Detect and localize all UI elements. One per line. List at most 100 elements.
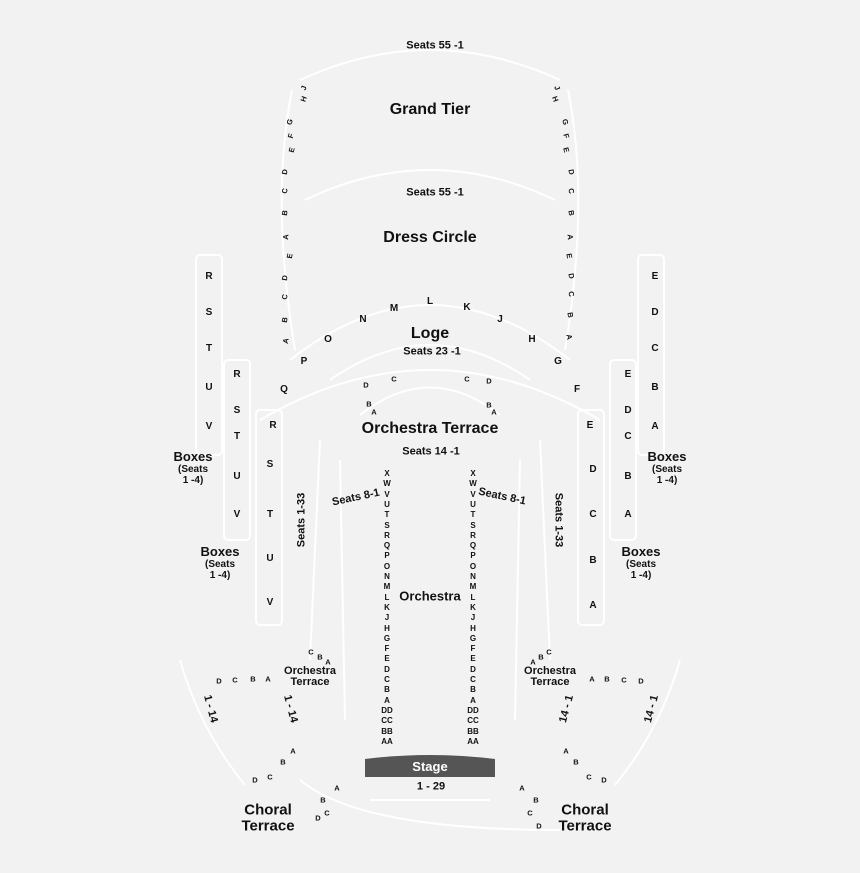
orchestra-row-right-24[interactable]: CC [467, 716, 479, 726]
orchestra-row-left-18[interactable]: E [384, 654, 390, 664]
orchestra-row-left-16[interactable]: G [383, 633, 391, 643]
grand-tier-row-right-8[interactable]: A [565, 233, 575, 241]
choral-upper-right-1[interactable]: B [573, 757, 579, 767]
loge-row-3[interactable]: N [359, 314, 367, 325]
orchestra-row-right-13[interactable]: K [470, 602, 476, 612]
side-right-3[interactable]: D [638, 676, 644, 686]
terrace-right-2[interactable]: C [546, 647, 552, 657]
orchestra-terrace-left[interactable]: Orchestra Terrace [284, 666, 336, 688]
dress-circle-row-left-0[interactable]: E [284, 252, 295, 260]
orchestra-row-left-5[interactable]: S [384, 520, 390, 530]
box-right-outer-2[interactable]: C [651, 343, 659, 354]
orchestra-row-right-5[interactable]: S [470, 520, 476, 530]
boxes-right-upper[interactable]: Boxes (Seats 1 -4) [647, 450, 686, 486]
grand-tier-row-left-6[interactable]: C [279, 187, 290, 195]
loge-row-10[interactable]: F [573, 384, 581, 395]
orchestra-row-left-3[interactable]: U [384, 499, 390, 509]
loge-row-4[interactable]: M [389, 303, 399, 314]
dress-circle-title[interactable]: Dress Circle [383, 229, 477, 246]
orchestra-row-right-20[interactable]: C [470, 675, 476, 684]
orchestra-row-right-15[interactable]: H [470, 623, 476, 633]
side-right-2[interactable]: C [621, 675, 627, 685]
orchestra-row-right-14[interactable]: J [470, 613, 476, 623]
box-right-mid-2[interactable]: C [589, 509, 597, 520]
side-right-1[interactable]: B [604, 674, 610, 684]
loge-row-8[interactable]: H [528, 334, 536, 345]
loge-inner-left-0[interactable]: D [363, 380, 369, 390]
box-right-mid-4[interactable]: A [589, 600, 597, 611]
choral-upper-right-2[interactable]: C [586, 772, 592, 782]
box-left-outer-3[interactable]: U [205, 382, 213, 393]
terrace-left-2[interactable]: A [325, 657, 331, 667]
loge-row-7[interactable]: J [497, 314, 503, 325]
orchestra-row-right-6[interactable]: R [470, 530, 476, 540]
choral-upper-right-3[interactable]: D [601, 775, 607, 785]
choral-upper-left-1[interactable]: B [280, 757, 286, 767]
orchestra-row-left-17[interactable]: F [384, 644, 390, 654]
choral-lower-left-0[interactable]: A [334, 783, 340, 793]
box-left-mid-3[interactable]: U [266, 553, 274, 564]
stage[interactable]: Stage [365, 755, 495, 777]
box-left-inner-2[interactable]: T [233, 431, 241, 442]
orchestra-row-left-12[interactable]: L [384, 592, 390, 602]
choral-upper-left-3[interactable]: D [252, 775, 258, 785]
grand-tier-title[interactable]: Grand Tier [389, 101, 471, 118]
terrace-left-0[interactable]: C [308, 647, 314, 657]
box-left-mid-1[interactable]: S [266, 459, 274, 470]
box-left-inner-1[interactable]: S [233, 405, 241, 416]
box-left-mid-4[interactable]: V [266, 597, 274, 608]
grand-tier-row-left-7[interactable]: B [279, 209, 290, 217]
box-right-inner-0[interactable]: E [624, 369, 632, 380]
orchestra-row-right-10[interactable]: N [470, 572, 476, 581]
orchestra-row-left-4[interactable]: T [384, 510, 390, 520]
box-left-outer-4[interactable]: V [205, 421, 213, 432]
box-left-mid-2[interactable]: T [266, 509, 274, 520]
boxes-left-lower[interactable]: Boxes (Seats 1 -4) [200, 545, 239, 581]
box-right-mid-1[interactable]: D [589, 464, 597, 475]
orchestra-terrace-title[interactable]: Orchestra Terrace [361, 420, 499, 437]
box-right-outer-0[interactable]: E [651, 271, 659, 282]
loge-inner-left-1[interactable]: C [391, 374, 397, 384]
orchestra-row-right-23[interactable]: DD [467, 705, 479, 715]
orchestra-row-left-8[interactable]: P [384, 551, 390, 561]
box-right-mid-0[interactable]: E [586, 420, 594, 431]
orchestra-row-right-7[interactable]: Q [469, 541, 477, 551]
orchestra-row-right-2[interactable]: V [470, 489, 476, 499]
orchestra-row-right-11[interactable]: M [469, 582, 477, 592]
side-left-3[interactable]: A [265, 674, 271, 684]
loge-title[interactable]: Loge [410, 325, 450, 342]
loge-inner-right-1[interactable]: D [486, 376, 492, 386]
box-right-outer-1[interactable]: D [651, 307, 659, 318]
orchestra-row-left-22[interactable]: A [384, 695, 390, 705]
orchestra-row-left-1[interactable]: W [383, 479, 391, 489]
grand-tier-row-left-5[interactable]: D [279, 168, 290, 176]
box-left-outer-2[interactable]: T [205, 343, 213, 354]
grand-tier-row-left-8[interactable]: A [281, 233, 291, 241]
box-left-inner-0[interactable]: R [233, 369, 241, 380]
side-left-2[interactable]: B [250, 674, 256, 684]
orchestra-row-right-0[interactable]: X [470, 469, 476, 478]
orchestra-row-right-16[interactable]: G [469, 633, 477, 643]
orchestra-row-left-24[interactable]: CC [381, 716, 393, 726]
side-right-0[interactable]: A [589, 674, 595, 684]
choral-upper-right-0[interactable]: A [563, 746, 569, 756]
orchestra-row-right-19[interactable]: D [470, 664, 476, 674]
orchestra-row-left-11[interactable]: M [383, 582, 391, 592]
choral-lower-left-3[interactable]: D [315, 813, 321, 823]
orchestra-row-right-3[interactable]: U [470, 499, 476, 509]
orchestra-row-right-22[interactable]: A [470, 695, 476, 705]
boxes-left-upper[interactable]: Boxes (Seats 1 -4) [173, 450, 212, 486]
dress-circle-row-left-3[interactable]: B [279, 316, 290, 324]
box-right-inner-3[interactable]: B [624, 471, 632, 482]
orchestra-row-right-25[interactable]: BB [467, 726, 479, 736]
orchestra-row-right-26[interactable]: AA [467, 736, 479, 746]
choral-terrace-right[interactable]: Choral Terrace [558, 802, 611, 834]
loge-row-2[interactable]: O [324, 334, 332, 345]
orchestra-row-right-17[interactable]: F [470, 644, 476, 654]
box-right-inner-2[interactable]: C [624, 431, 632, 442]
orchestra-row-left-14[interactable]: J [384, 613, 390, 623]
loge-row-6[interactable]: K [463, 302, 471, 313]
box-right-inner-1[interactable]: D [624, 405, 632, 416]
choral-lower-right-1[interactable]: B [533, 795, 539, 805]
orchestra-row-right-4[interactable]: T [470, 510, 476, 520]
